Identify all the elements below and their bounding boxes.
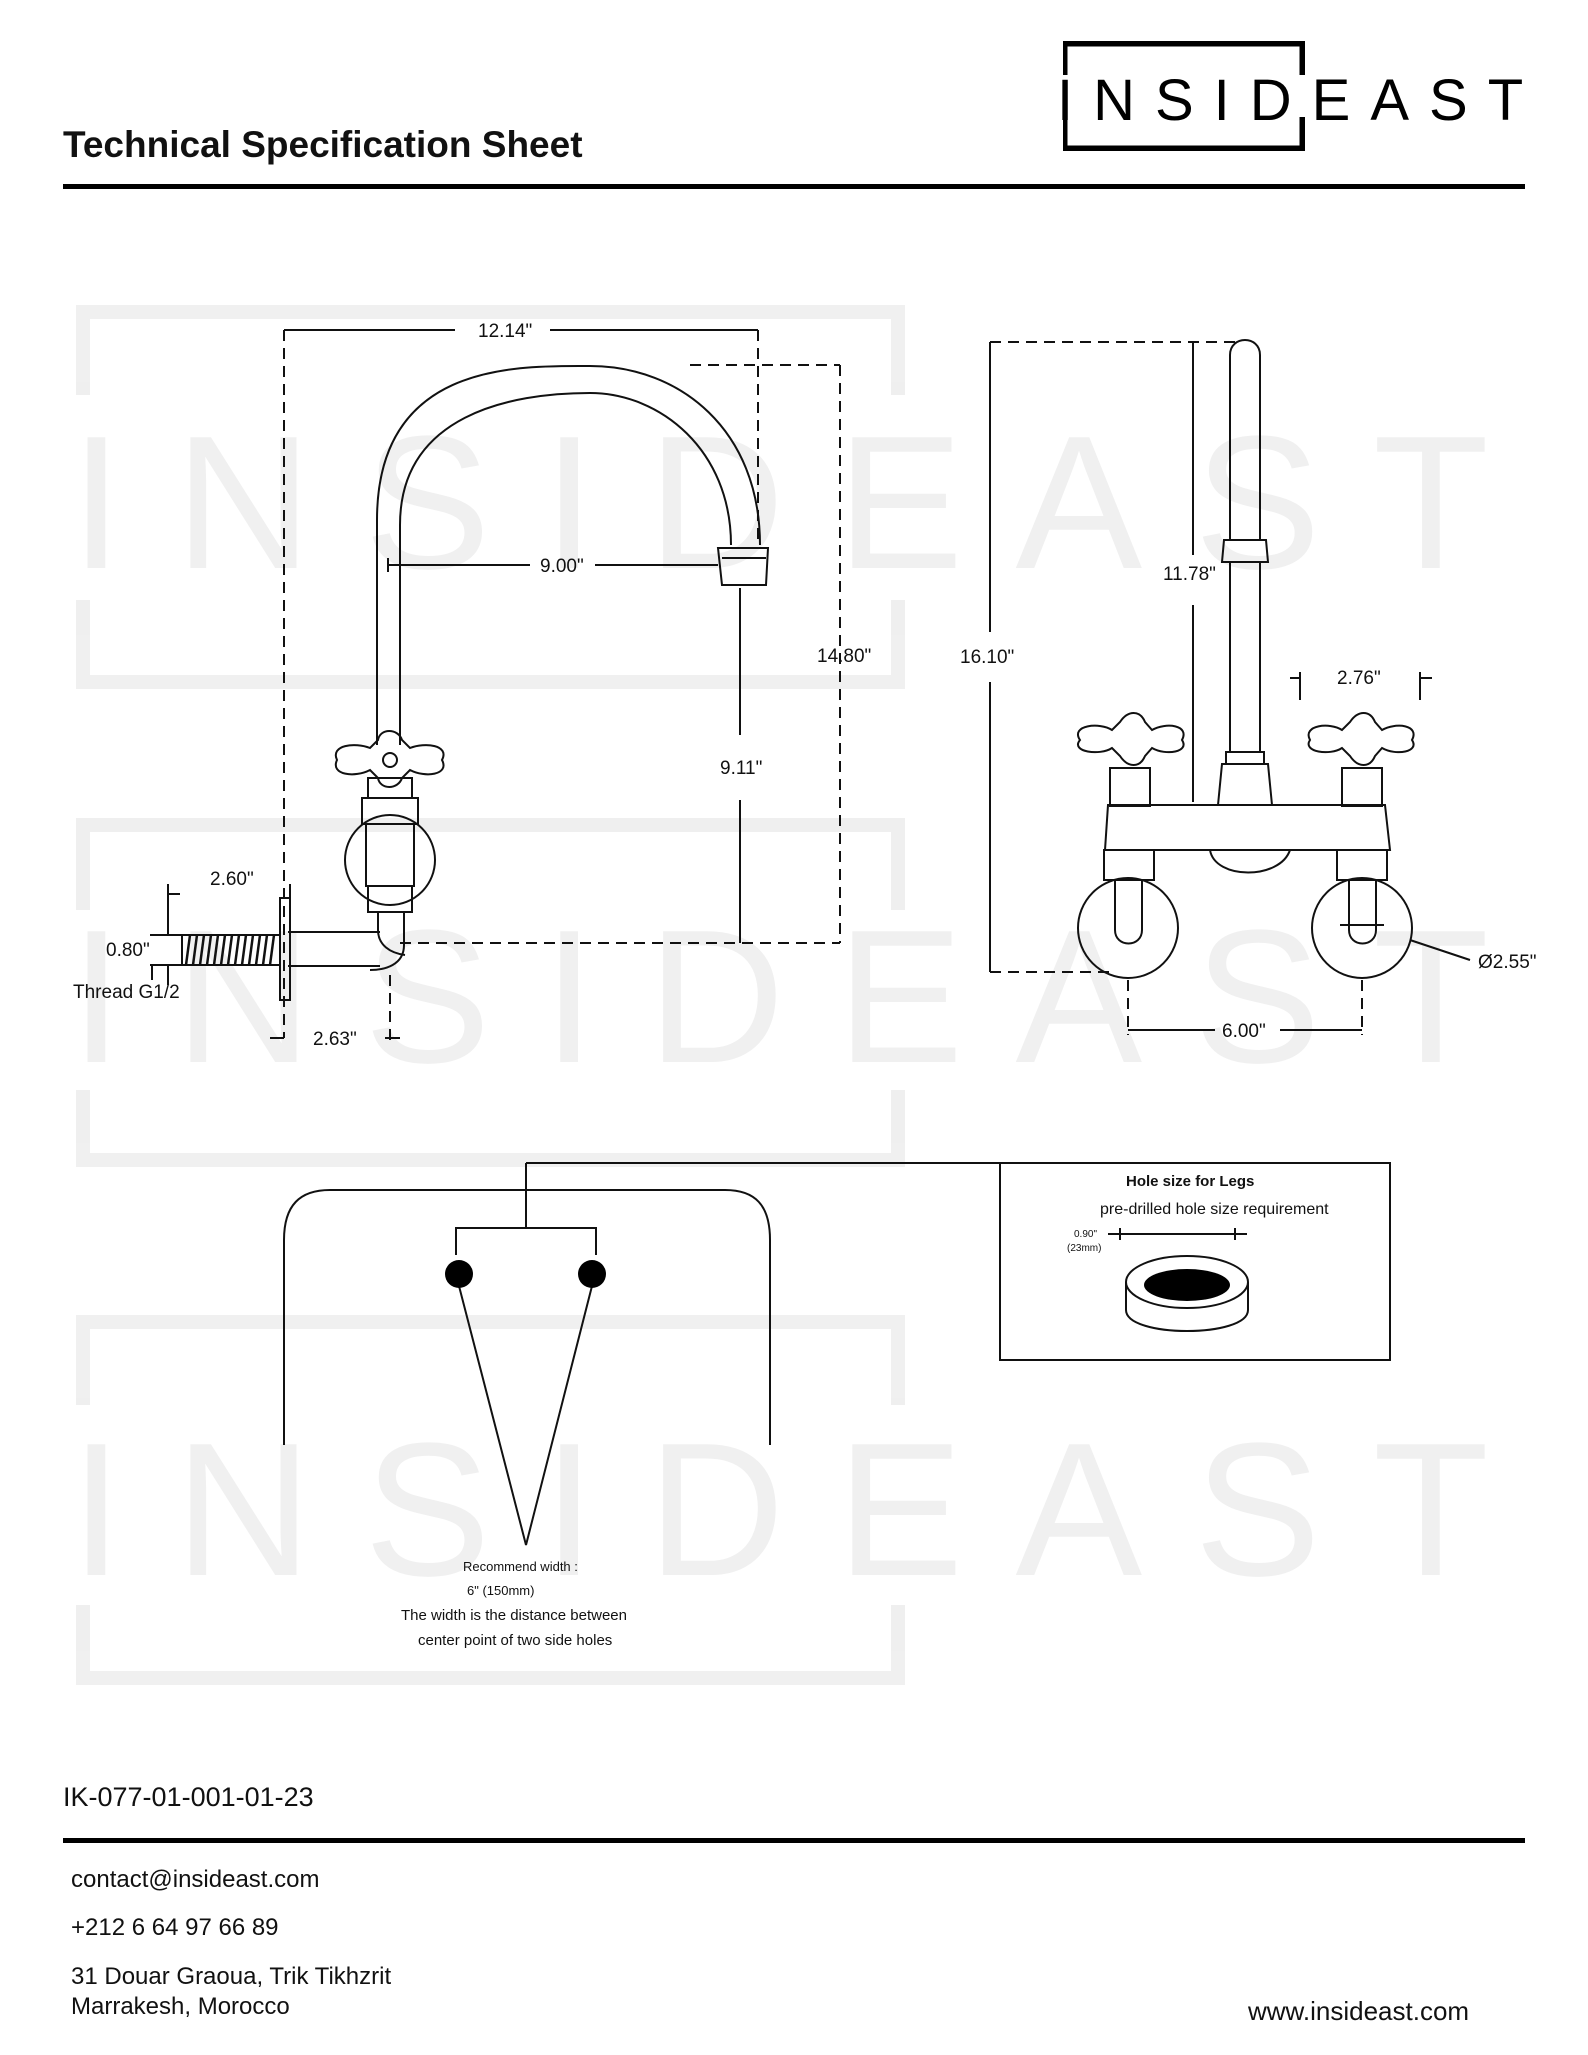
dim-flange-dia: Ø2.55" [1478,952,1537,973]
dim-wall-offset: 2.63" [313,1029,357,1050]
address-line-2: Marrakesh, Morocco [71,1993,290,2020]
front-view [989,339,1471,1035]
hole-dim-mm: (23mm) [1067,1243,1101,1254]
side-view [150,329,841,1045]
watermark-text-3: INSIDEAST [70,1404,1541,1616]
header-rule [63,184,1525,189]
dim-centers: 6.00" [1222,1021,1266,1042]
hole-opening [1144,1269,1230,1301]
install-note-line2: 6" (150mm) [467,1583,534,1598]
address-line-1: 31 Douar Graoua, Trik Tikhzrit [71,1963,392,1990]
hole-size-box [999,1162,1391,1361]
page-title: Technical Specification Sheet [63,124,583,165]
hole-box-title: Hole size for Legs [1126,1173,1254,1190]
watermark-text-2: INSIDEAST [70,891,1541,1103]
website-link[interactable]: www.insideast.com [1248,1996,1470,2026]
hole-marker-right [578,1260,606,1288]
install-note-line4: center point of two side holes [418,1632,612,1649]
install-sketch [283,1162,1000,1546]
hole-marker-left [445,1260,473,1288]
install-note-line3: The width is the distance between [401,1607,627,1624]
contact-phone[interactable]: +212 6 64 97 66 89 [71,1914,279,1941]
footer-rule [63,1838,1525,1843]
document-code: IK-077-01-001-01-23 [63,1782,314,1812]
dim-thread-dia: 0.80" [106,940,150,961]
dim-spout-height: 9.11" [720,758,762,779]
dim-reach: 9.00" [540,556,584,577]
dim-total-height: 16.10" [960,647,1014,668]
hole-box-subtitle: pre-drilled hole size requirement [1100,1201,1329,1218]
thread-label: Thread G1/2 [73,982,180,1003]
watermark-text-1: INSIDEAST [70,397,1541,609]
hole-dim-in: 0.90" [1074,1229,1097,1240]
install-note-line1: Recommend width : [463,1559,578,1574]
dim-width: 12.14" [478,321,532,342]
contact-email[interactable]: contact@insideast.com [71,1866,320,1893]
logo-frame [1063,41,1305,151]
dim-handle: 2.76" [1337,668,1381,689]
dim-spout: 11.78" [1163,564,1216,585]
logo-text: INSIDEAST [1057,68,1544,133]
dim-flange: 2.60" [210,869,254,890]
dim-height: 14.80" [817,646,871,667]
watermark: INSIDEAST INSIDEAST INSIDEAST [70,305,1541,1685]
